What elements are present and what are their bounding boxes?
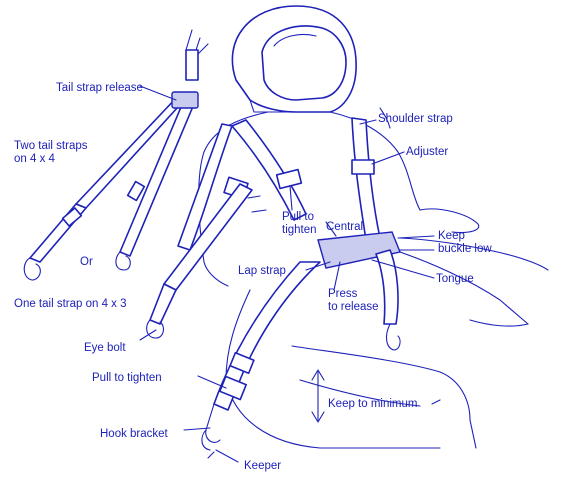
label-shoulder-strap: Shoulder strap (378, 113, 453, 126)
label-keeper: Keeper (244, 460, 281, 473)
label-keep-buckle-low: Keep buckle low (438, 230, 492, 256)
label-hook-bracket: Hook bracket (100, 428, 168, 441)
label-pull-to-tighten-upper: Pull to tighten (282, 211, 317, 237)
label-adjuster: Adjuster (406, 146, 448, 159)
label-or: Or (80, 256, 93, 269)
label-press-to-release: Press to release (328, 288, 379, 314)
label-tongue: Tongue (436, 273, 474, 286)
label-eye-bolt: Eye bolt (84, 342, 126, 355)
central-buckle-assembly (202, 232, 400, 458)
label-pull-to-tighten-lower: Pull to tighten (92, 372, 162, 385)
label-one-tail-strap: One tail strap on 4 x 3 (14, 298, 127, 311)
label-tail-strap-release: Tail strap release (56, 82, 143, 95)
label-lap-strap: Lap strap (238, 265, 286, 278)
label-two-tail-straps: Two tail straps on 4 x 4 (14, 140, 88, 166)
helmet-drawing (232, 6, 356, 112)
label-keep-to-minimum: Keep to minimum (328, 398, 417, 411)
label-central: Central (326, 221, 363, 234)
